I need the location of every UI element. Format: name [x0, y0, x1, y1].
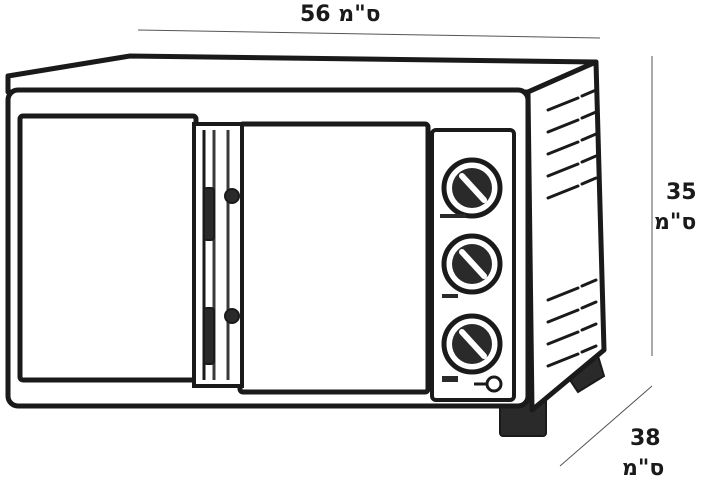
function-knob	[441, 233, 503, 295]
bottom-indicators	[442, 375, 503, 393]
center-hinge-strip	[192, 122, 244, 388]
timer-knob	[441, 313, 503, 375]
left-door	[17, 113, 199, 383]
handle-lower-right	[224, 308, 240, 324]
power-indicator-light	[485, 375, 503, 393]
height-unit-label: ס"מ	[654, 210, 697, 235]
handle-upper-left	[203, 187, 215, 241]
depth-unit-label: ס"מ	[622, 456, 665, 481]
depth-dimension-line	[559, 385, 653, 467]
width-label: 56 ס"מ	[300, 2, 381, 27]
right-door	[237, 121, 431, 395]
depth-value-label: 38	[630, 426, 661, 451]
width-dimension-line	[137, 29, 601, 39]
handle-lower-left	[203, 307, 215, 365]
temperature-knob	[441, 157, 503, 219]
oven-top-face	[5, 53, 599, 95]
side-vent-slots	[546, 88, 598, 368]
knob-2-marking	[442, 294, 458, 298]
handle-upper-right	[224, 188, 240, 204]
knob-1-marking	[440, 214, 466, 218]
door-handles	[203, 187, 240, 365]
height-value-label: 35	[666, 180, 697, 205]
